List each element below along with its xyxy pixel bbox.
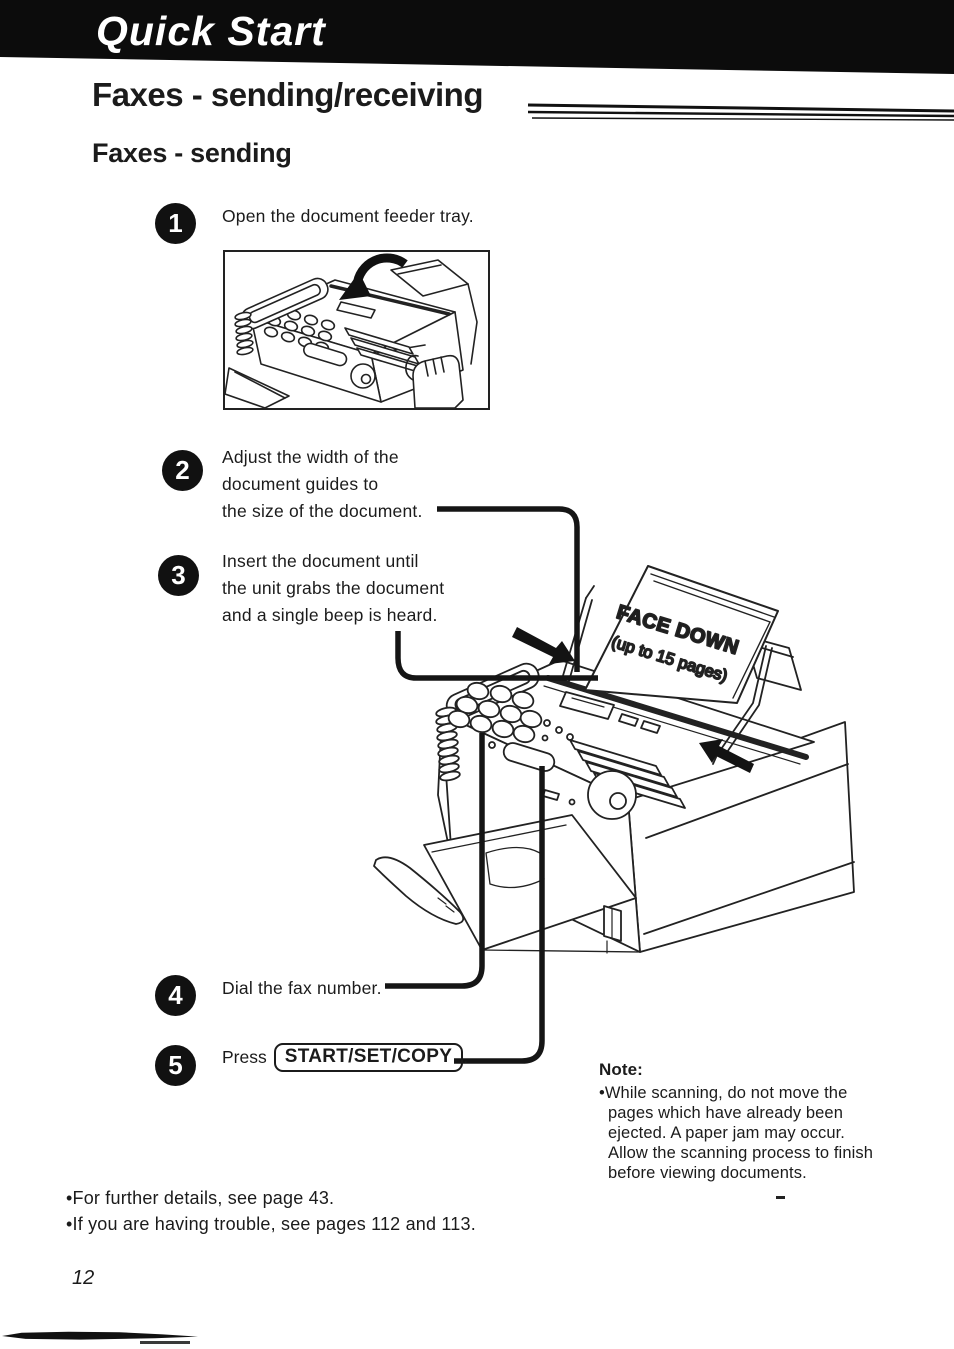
section-heading: Faxes - sending/receiving	[92, 76, 483, 113]
step-2-number: 2	[175, 455, 190, 485]
step4-leader-line	[385, 733, 485, 989]
bottom-rule-smear	[2, 1331, 198, 1340]
mini-cord	[234, 311, 254, 356]
mini-numeric-keys	[344, 327, 426, 375]
step-2-line: the size of the document.	[222, 501, 423, 521]
step-1-badge: 1	[155, 203, 196, 244]
rule-line	[527, 103, 954, 113]
lcd-display	[559, 691, 661, 734]
period: .	[463, 1047, 469, 1067]
mini-lcd	[336, 301, 376, 319]
step-3-line: the unit grabs the document	[222, 578, 445, 598]
footer-notes: •For further details, see page 43. •If y…	[66, 1185, 476, 1237]
rule-line	[531, 117, 954, 121]
insert-arrow-right-icon	[699, 739, 754, 773]
quick-start-banner: Quick Start	[0, 0, 954, 74]
note-line: Allow the scanning process to finish	[608, 1144, 873, 1162]
step-4-badge: 4	[155, 975, 196, 1016]
step-3-line: Insert the document until	[222, 551, 419, 571]
insert-arrow-left-icon	[512, 627, 575, 664]
fax-machine-illustration: FACE DOWN (up to 15 pages)	[373, 506, 855, 1064]
press-label: Press	[222, 1047, 267, 1067]
heading-rule-lines	[527, 103, 954, 121]
cassette-latch	[603, 905, 622, 954]
document-sheet	[584, 565, 779, 704]
step-5-text: Press START/SET/COPY .	[222, 1043, 468, 1072]
start-set-copy-key-shape	[502, 742, 556, 772]
step2-leader-line	[437, 506, 580, 672]
footer-note-line: •If you are having trouble, see pages 11…	[66, 1214, 476, 1234]
note-line: ejected. A paper jam may occur.	[608, 1124, 845, 1142]
panel-dot	[568, 798, 576, 806]
step-5-number: 5	[168, 1050, 183, 1080]
output-tray	[373, 814, 641, 953]
feeder-tray-drawing	[224, 253, 478, 409]
note-line: pages which have already been	[608, 1104, 843, 1122]
start-set-copy-key-label: START/SET/COPY	[273, 1043, 464, 1072]
step-5-badge: 5	[155, 1045, 196, 1086]
step-1-number: 1	[168, 208, 183, 238]
volume-dial-center	[609, 792, 627, 810]
dial-keypad	[447, 681, 574, 744]
step-3-text: Insert the document until the unit grabs…	[222, 548, 444, 629]
step5-leader-line	[454, 766, 545, 1064]
note-heading: Note:	[599, 1060, 643, 1079]
step-2-line: document guides to	[222, 474, 379, 494]
mini-keypad	[263, 304, 336, 353]
document-guide-right	[712, 645, 773, 765]
stray-dash-mark	[776, 1196, 785, 1199]
step-2-badge: 2	[162, 450, 203, 491]
panel-dot	[488, 741, 496, 749]
subsection-heading: Faxes - sending	[92, 138, 292, 168]
step-2-line: Adjust the width of the	[222, 447, 399, 467]
note-line: •While scanning, do not move the	[599, 1084, 848, 1102]
note-block: Note: •While scanning, do not move the p…	[599, 1060, 889, 1183]
step-4-number: 4	[168, 980, 183, 1010]
hand	[405, 354, 464, 409]
rule-line	[527, 110, 954, 118]
page-number: 12	[72, 1267, 95, 1289]
feeder-tray-figure	[223, 250, 490, 410]
banner-title: Quick Start	[96, 8, 327, 54]
banner-background	[0, 0, 954, 74]
step-3-line: and a single beep is heard.	[222, 605, 438, 625]
document-guide-left	[561, 585, 595, 682]
step-2-text: Adjust the width of the document guides …	[222, 444, 423, 525]
mini-tray	[224, 367, 290, 409]
note-line: before viewing documents.	[608, 1164, 807, 1182]
step-4-text: Dial the fax number.	[222, 978, 382, 998]
open-direction-arrowhead	[339, 272, 371, 300]
step-1-text: Open the document feeder tray.	[222, 206, 474, 226]
tray-extension-flap	[373, 856, 465, 925]
step3-leader-line	[395, 631, 598, 681]
step-3-badge: 3	[158, 555, 199, 596]
step-3-number: 3	[171, 560, 186, 590]
callout-leader-lines	[385, 506, 598, 1064]
handset-cord	[435, 706, 461, 782]
footer-note-line: •For further details, see page 43.	[66, 1188, 335, 1208]
bottom-rule-fragment	[140, 1341, 190, 1344]
